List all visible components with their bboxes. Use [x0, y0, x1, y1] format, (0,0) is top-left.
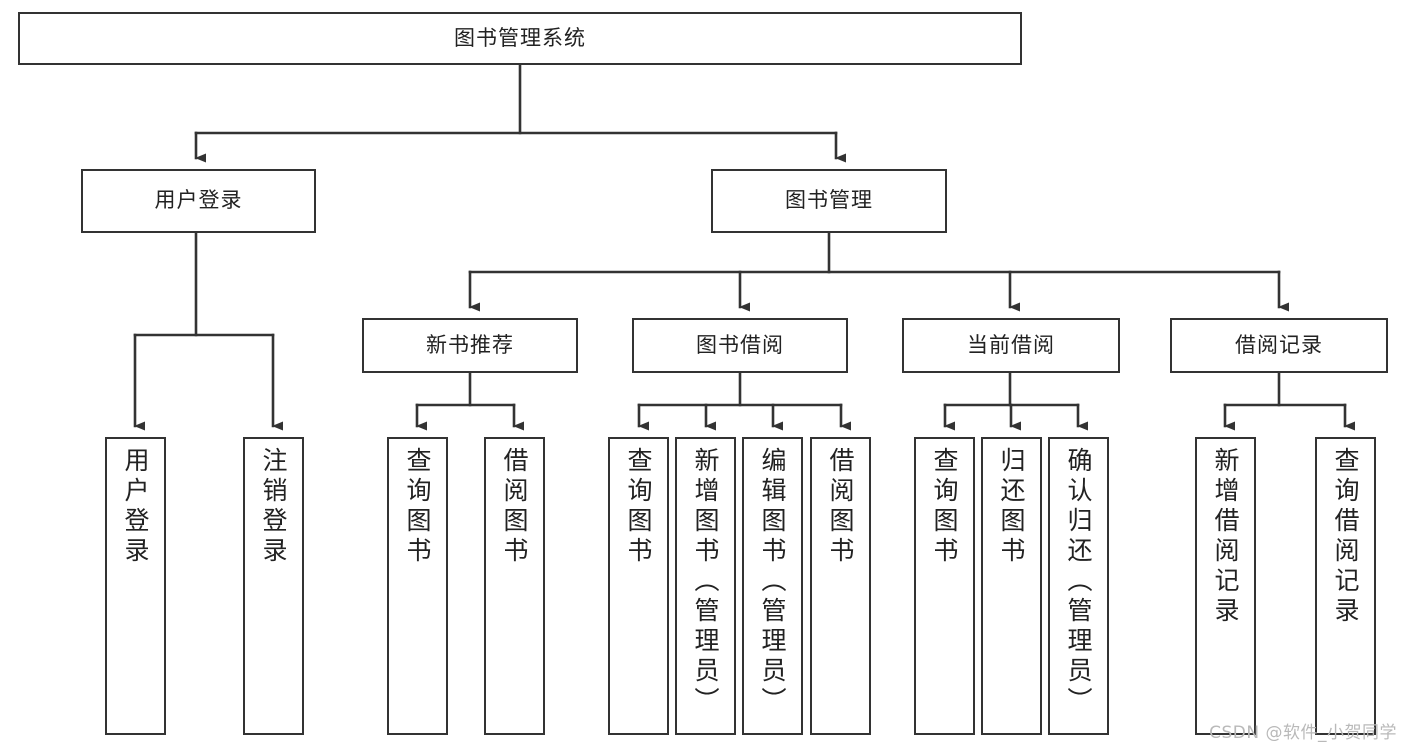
node-leaf-query-book-3[interactable]: 查询图书	[914, 437, 975, 735]
node-leaf-add-book[interactable]: 新增图书（管理员）	[675, 437, 736, 735]
node-leaf-borrow-book-2-label: 借阅图书	[826, 447, 855, 567]
node-leaf-edit-book-label: 编辑图书（管理员）	[758, 447, 787, 717]
node-leaf-add-book-label: 新增图书（管理员）	[691, 447, 720, 717]
node-borrow-record-label: 借阅记录	[1235, 332, 1323, 357]
node-leaf-query-book-3-label: 查询图书	[930, 447, 959, 567]
node-leaf-query-record[interactable]: 查询借阅记录	[1315, 437, 1376, 735]
node-leaf-user-login-label: 用户登录	[121, 447, 150, 567]
node-leaf-return-book[interactable]: 归还图书	[981, 437, 1042, 735]
node-leaf-query-book-2[interactable]: 查询图书	[608, 437, 669, 735]
node-leaf-borrow-book-1-label: 借阅图书	[500, 447, 529, 567]
node-leaf-query-book-2-label: 查询图书	[624, 447, 653, 567]
node-leaf-borrow-book-2[interactable]: 借阅图书	[810, 437, 871, 735]
node-current-borrow-label: 当前借阅	[967, 332, 1055, 357]
node-leaf-confirm-return-label: 确认归还（管理员）	[1064, 447, 1093, 717]
node-new-book-recommend[interactable]: 新书推荐	[362, 318, 578, 373]
node-leaf-edit-book[interactable]: 编辑图书（管理员）	[742, 437, 803, 735]
node-book-borrow-label: 图书借阅	[696, 332, 784, 357]
node-leaf-logout-login-label: 注销登录	[259, 447, 288, 567]
node-user-login[interactable]: 用户登录	[81, 169, 316, 233]
node-new-book-recommend-label: 新书推荐	[426, 332, 514, 357]
node-leaf-query-book-1[interactable]: 查询图书	[387, 437, 448, 735]
node-leaf-add-record-label: 新增借阅记录	[1211, 447, 1240, 627]
node-leaf-logout-login[interactable]: 注销登录	[243, 437, 304, 735]
node-user-login-label: 用户登录	[154, 188, 243, 213]
node-book-manage[interactable]: 图书管理	[711, 169, 947, 233]
node-leaf-user-login[interactable]: 用户登录	[105, 437, 166, 735]
node-leaf-add-record[interactable]: 新增借阅记录	[1195, 437, 1256, 735]
node-leaf-query-record-label: 查询借阅记录	[1331, 447, 1360, 627]
node-leaf-return-book-label: 归还图书	[997, 447, 1026, 567]
csdn-watermark: CSDN @软件_小贺同学	[1209, 723, 1397, 743]
node-root-label: 图书管理系统	[454, 25, 586, 50]
node-leaf-borrow-book-1[interactable]: 借阅图书	[484, 437, 545, 735]
node-book-manage-label: 图书管理	[785, 188, 873, 213]
node-leaf-confirm-return[interactable]: 确认归还（管理员）	[1048, 437, 1109, 735]
node-current-borrow[interactable]: 当前借阅	[902, 318, 1120, 373]
node-borrow-record[interactable]: 借阅记录	[1170, 318, 1388, 373]
node-book-borrow[interactable]: 图书借阅	[632, 318, 848, 373]
node-leaf-query-book-1-label: 查询图书	[403, 447, 432, 567]
node-root[interactable]: 图书管理系统	[18, 12, 1022, 65]
